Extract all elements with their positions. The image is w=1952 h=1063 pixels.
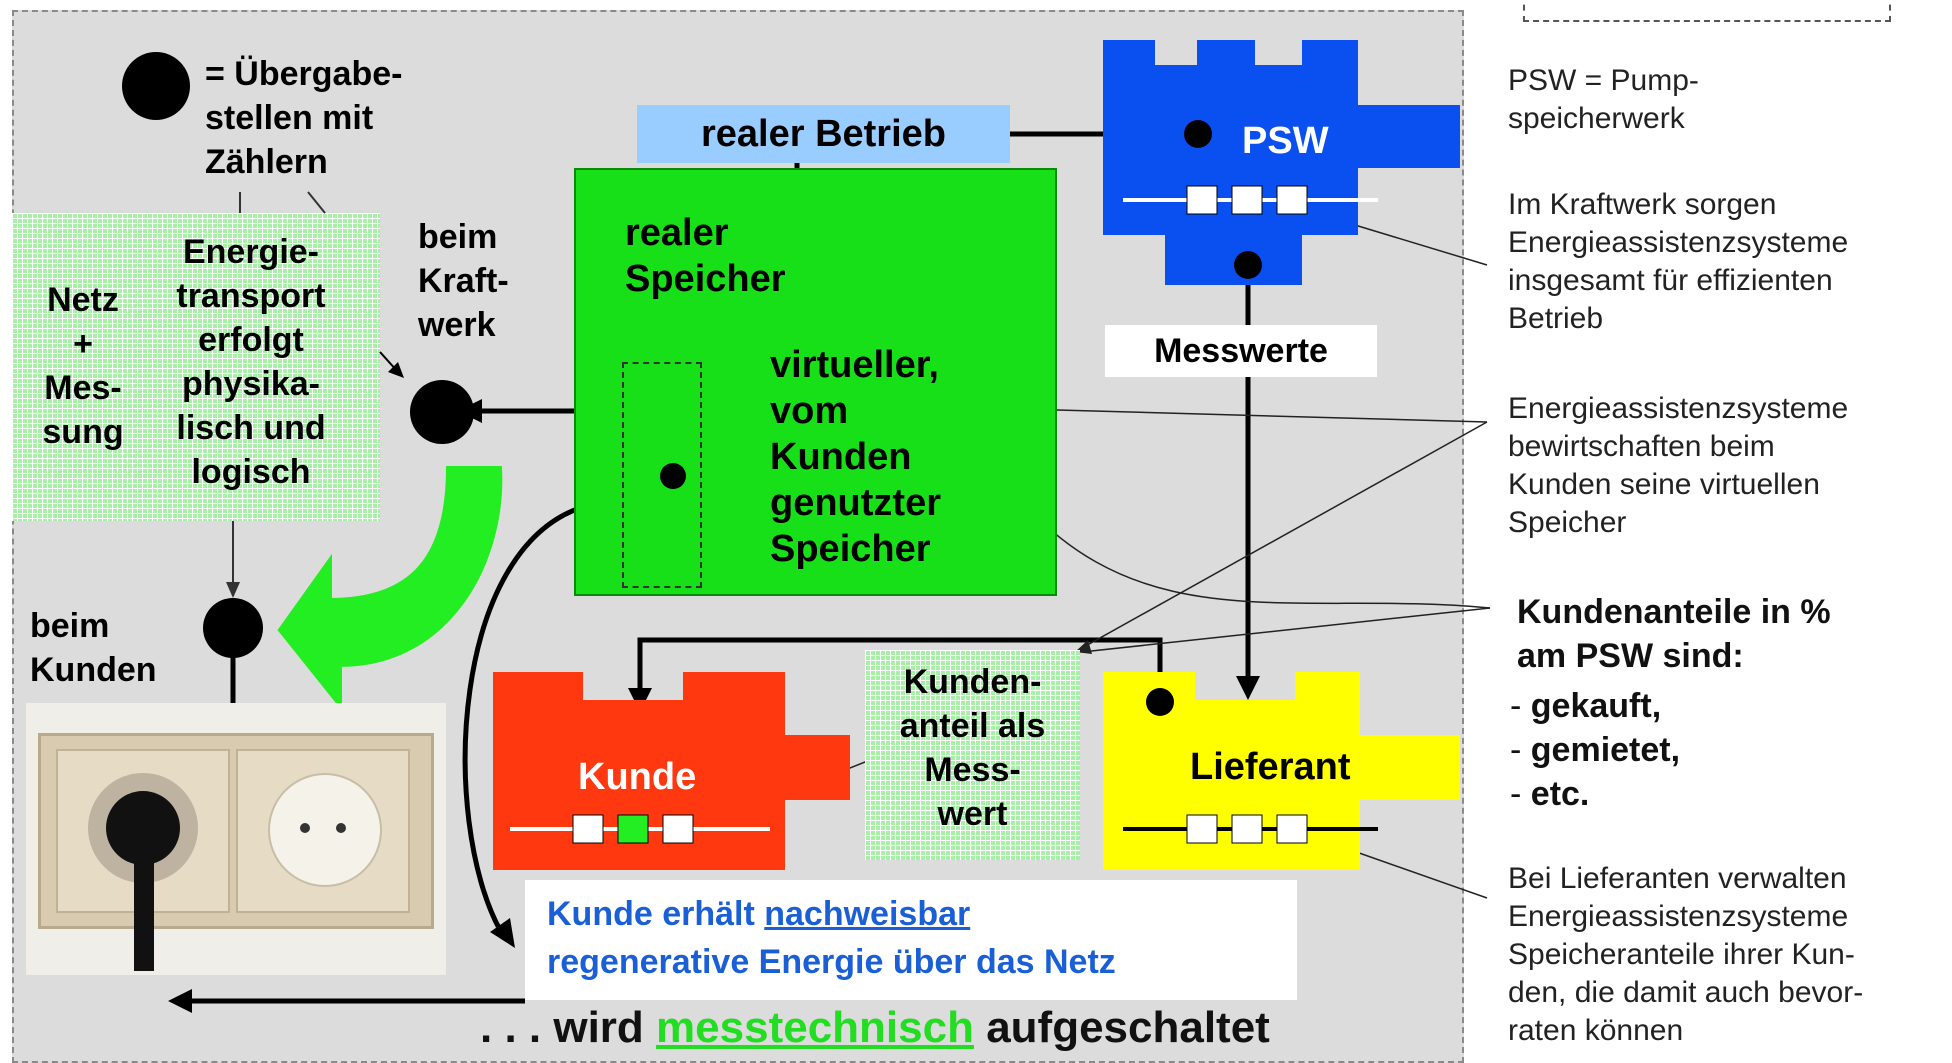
messwerte-label: Messwerte: [1105, 325, 1377, 377]
kundenanteil-l4: wert: [937, 795, 1008, 833]
real-storage-l1: realer: [625, 212, 729, 254]
grid-col2-l3: erfolgt: [198, 321, 304, 359]
lieferanten-note-l5: raten können: [1508, 1014, 1684, 1047]
anteile-item-1: - gekauft,: [1510, 687, 1662, 725]
psw-block: [1103, 40, 1460, 285]
grid-col1-l2: +: [73, 325, 93, 363]
anteile-item-2: - gemietet,: [1510, 731, 1681, 769]
virtual-storage-node: [660, 463, 686, 489]
kunden-note-l3: Kunden seine virtuellen: [1508, 468, 1820, 501]
grid-col1-l3: Mes-: [44, 369, 122, 407]
legend-label-1: = Übergabe-: [205, 55, 403, 93]
psw-label: PSW: [1242, 120, 1329, 162]
customer-note-line2: regenerative Energie über das Netz: [547, 943, 1116, 981]
socket-right: [236, 749, 410, 913]
transfer-point-legend-icon: [122, 52, 190, 120]
lieferanten-note: Bei Lieferanten verwalten Energieassiste…: [1508, 860, 1863, 1050]
green-flow-arrow: [277, 466, 503, 711]
lieferanten-note-l3: Speicheranteile ihrer Kun-: [1508, 938, 1855, 971]
beim-kraftwerk-l2: Kraft-: [418, 262, 509, 300]
socket-left: [56, 749, 230, 971]
realer-betrieb-box: realer Betrieb: [637, 105, 1010, 163]
psw-definition: PSW = Pump- speicherwerk: [1508, 62, 1699, 138]
kunde-label: Kunde: [578, 756, 697, 798]
sidebar-header-box: Lieferanten: [1523, 0, 1891, 22]
transport-grid-box: [12, 213, 380, 521]
beim-kraftwerk-label: beim Kraft- werk: [418, 215, 509, 347]
kundenanteil-text: Kunden- anteil als Mess- wert: [865, 660, 1080, 836]
kundenanteil-box: [865, 650, 1080, 860]
footer-underlined: messtechnisch: [656, 1003, 974, 1052]
kraftwerk-note-l2: Energieassistenzsysteme: [1508, 226, 1849, 259]
kundenanteil-l1: Kunden-: [903, 663, 1042, 701]
virtual-storage-l1: virtueller,: [770, 344, 939, 386]
grid-col1-l1: Netz: [47, 281, 119, 319]
psw-def-l1: PSW = Pump-: [1508, 64, 1699, 97]
virtual-storage-l5: Speicher: [770, 528, 931, 570]
virtual-storage-label: virtueller, vom Kunden genutzter Speiche…: [770, 342, 941, 572]
anteile-item-3: - etc.: [1510, 775, 1590, 813]
beim-kraftwerk-l3: werk: [418, 306, 496, 344]
grid-col2-l4: physika-: [182, 365, 320, 403]
customer-note-link: nachweisbar: [764, 895, 971, 933]
anteile-list: - gekauft, - gemietet, - etc.: [1510, 684, 1680, 816]
virtual-storage-slot: [622, 362, 702, 588]
grid-col2-l2: transport: [176, 277, 326, 315]
kunden-note-l2: bewirtschaften beim: [1508, 430, 1775, 463]
customer-note-line1: Kunde erhält nachweisbar: [547, 890, 1275, 938]
kunden-note: Energieassistenzsysteme bewirtschaften b…: [1508, 390, 1848, 542]
grid-col2-l6: logisch: [191, 453, 311, 491]
anteile-title-l1: Kundenanteile in %: [1517, 593, 1831, 631]
grid-col2: Energie- transport erfolgt physika- lisc…: [140, 230, 362, 494]
beim-kunden-label: beim Kunden: [30, 604, 157, 692]
kraftwerk-note: Im Kraftwerk sorgen Energieassistenzsyst…: [1508, 186, 1848, 338]
kunden-note-l1: Energieassistenzsysteme: [1508, 392, 1849, 425]
grid-col2-l5: lisch und: [176, 409, 326, 447]
kunden-note-l4: Speicher: [1508, 506, 1627, 539]
customer-note-prefix: Kunde erhält: [547, 895, 765, 933]
virtual-storage-l3: Kunden: [770, 436, 912, 478]
sidebar-header-text: Lieferanten: [1547, 0, 1709, 10]
plug-icon: [106, 791, 180, 865]
customer-note-box: Kunde erhält nachweisbar regenerative En…: [525, 880, 1297, 1000]
beim-kraftwerk-l1: beim: [418, 218, 498, 256]
kraftwerk-note-l4: Betrieb: [1508, 302, 1604, 335]
kraftwerk-transfer-node: [410, 380, 474, 444]
grid-col1-l4: sung: [42, 413, 124, 451]
footer-suffix: aufgeschaltet: [973, 1003, 1270, 1052]
real-storage-l2: Speicher: [625, 258, 786, 300]
anteile-title: Kundenanteile in % am PSW sind:: [1517, 590, 1831, 678]
real-storage-box: [574, 168, 1057, 596]
virtual-storage-l4: genutzter: [770, 482, 941, 524]
socket-photo: [26, 703, 446, 975]
lieferant-label: Lieferant: [1190, 746, 1351, 788]
kundenanteil-l2: anteil als: [899, 707, 1046, 745]
anteile-title-l2: am PSW sind:: [1517, 637, 1744, 675]
kraftwerk-note-l1: Im Kraftwerk sorgen: [1508, 188, 1777, 221]
kraftwerk-note-l3: insgesamt für effizienten: [1508, 264, 1833, 297]
kunden-transfer-node: [203, 598, 263, 658]
lieferanten-note-l1: Bei Lieferanten verwalten: [1508, 862, 1847, 895]
grid-col2-l1: Energie-: [182, 233, 320, 271]
kundenanteil-l3: Mess-: [924, 751, 1021, 789]
footer-prefix: . . . wird: [480, 1003, 657, 1052]
lieferanten-note-l4: den, die damit auch bevor-: [1508, 976, 1864, 1009]
virtual-storage-l2: vom: [770, 390, 849, 432]
legend-label-3: Zählern: [205, 143, 328, 181]
footer-text: . . . wird messtechnisch aufgeschaltet: [480, 998, 1270, 1058]
grid-col1: Netz + Mes- sung: [38, 278, 128, 454]
beim-kunden-l2: Kunden: [30, 651, 157, 689]
psw-def-l2: speicherwerk: [1508, 102, 1685, 135]
legend-label-2: stellen mit: [205, 99, 374, 137]
beim-kunden-l1: beim: [30, 607, 110, 645]
real-storage-label: realer Speicher: [625, 210, 786, 302]
lieferanten-note-l2: Energieassistenzsysteme: [1508, 900, 1849, 933]
